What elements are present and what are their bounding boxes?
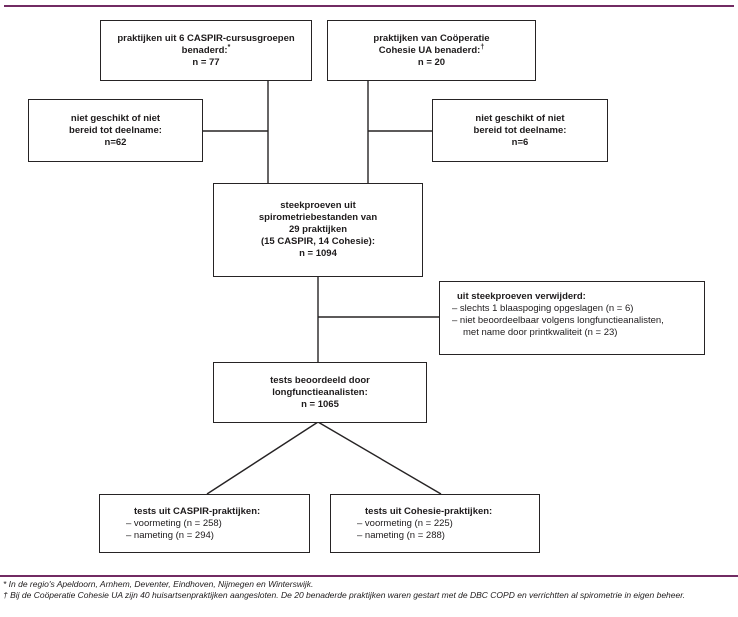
box-caspir-tests: tests uit CASPIR-praktijken: – voormetin… xyxy=(99,494,310,553)
box-title: tests uit Cohesie-praktijken: xyxy=(365,505,493,517)
box-bullet-item: – slechts 1 blaaspoging opgeslagen (n = … xyxy=(452,303,634,314)
box-line: longfunctieanalisten: xyxy=(272,386,368,398)
box-n-value: n=62 xyxy=(104,136,127,148)
box-line: praktijken van Coöperatie xyxy=(373,32,490,44)
box-line: 29 praktijken xyxy=(288,224,348,235)
box-tests-assessed: tests beoordeeld door longfunctieanalist… xyxy=(213,362,427,423)
box-n-value: n = 1094 xyxy=(299,248,337,259)
footnote-marker-dagger: † xyxy=(480,43,485,51)
box-line: bereid tot deelname: xyxy=(473,124,567,136)
bottom-accent-rule xyxy=(0,575,738,577)
box-line: niet geschikt of niet xyxy=(475,112,565,124)
box-title: uit steekproeven verwijderd: xyxy=(457,291,586,302)
box-cohesie-tests: tests uit Cohesie-praktijken: – voormeti… xyxy=(330,494,540,553)
box-removed-from-samples: uit steekproeven verwijderd: – slechts 1… xyxy=(439,281,705,355)
box-n-value: n = 1065 xyxy=(301,398,339,410)
footnote-asterisk: * In de regio's Apeldoorn, Arnhem, Deven… xyxy=(3,579,314,589)
box-line: Cohesie UA benaderd:† xyxy=(378,43,485,56)
box-line: praktijken uit 6 CASPIR-cursusgroepen xyxy=(117,32,295,44)
box-n-value: n=6 xyxy=(511,136,529,148)
box-line: steekproeven uit xyxy=(280,200,356,211)
box-excluded-caspir: niet geschikt of niet bereid tot deelnam… xyxy=(28,99,203,162)
footnote-dagger: † Bij de Coöperatie Cohesie UA zijn 40 h… xyxy=(3,590,686,600)
box-line: spirometriebestanden van xyxy=(258,212,378,223)
box-line: benaderd:* xyxy=(181,43,231,56)
box-line: (15 CASPIR, 14 Cohesie): xyxy=(260,236,376,247)
box-cohesie-approached: praktijken van Coöperatie Cohesie UA ben… xyxy=(327,20,536,81)
box-line: niet geschikt of niet xyxy=(70,112,161,124)
box-n-value: n = 20 xyxy=(417,56,446,68)
box-bullet-item: – voormeting (n = 225) xyxy=(357,517,453,529)
box-line: bereid tot deelname: xyxy=(69,124,162,136)
box-title: tests uit CASPIR-praktijken: xyxy=(134,505,261,517)
box-bullet-item: – nameting (n = 288) xyxy=(357,529,445,541)
footnote-marker-asterisk: * xyxy=(227,43,231,51)
top-accent-rule xyxy=(4,5,734,7)
box-excluded-cohesie: niet geschikt of niet bereid tot deelnam… xyxy=(432,99,608,162)
box-caspir-approached: praktijken uit 6 CASPIR-cursusgroepen be… xyxy=(100,20,312,81)
box-bullet-item: – voormeting (n = 258) xyxy=(126,517,222,529)
box-line: tests beoordeeld door xyxy=(270,374,370,386)
box-samples: steekproeven uit spirometriebestanden va… xyxy=(213,183,423,277)
box-bullet-item: – niet beoordeelbaar volgens longfunctie… xyxy=(452,315,664,326)
box-bullet-item: – nameting (n = 294) xyxy=(126,529,214,541)
box-bullet-wrap-line: met name door printkwaliteit (n = 23) xyxy=(463,327,618,338)
box-n-value: n = 77 xyxy=(192,56,220,68)
